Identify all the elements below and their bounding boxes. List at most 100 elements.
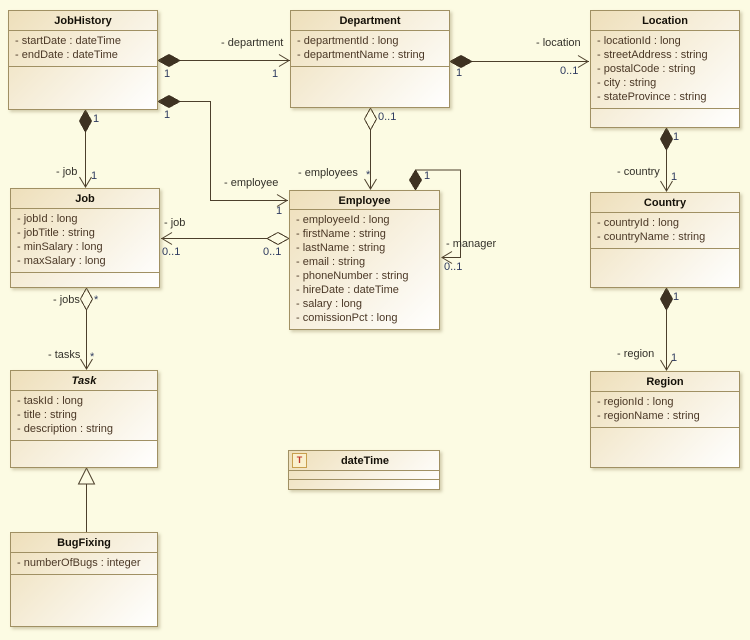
multiplicity-label: 1: [276, 205, 283, 217]
attribute: - locationId : long: [597, 35, 681, 47]
class-bugfixing[interactable]: BugFixing - numberOfBugs : integer: [10, 532, 158, 627]
link-jobhistory-department[interactable]: [156, 53, 290, 68]
class-title: Department: [339, 15, 401, 27]
class-country[interactable]: Country - countryId : long- countryName …: [590, 192, 740, 288]
link-department-location[interactable]: [448, 54, 589, 69]
multiplicity-label: 1: [424, 170, 431, 182]
multiplicity-label: 0..1: [263, 246, 282, 258]
composition-diamond-icon: [78, 108, 93, 134]
aggregation-diamond-icon: [79, 286, 94, 312]
role-label-job2: - job: [164, 217, 186, 229]
class-department[interactable]: Department - departmentId : long- depart…: [290, 10, 450, 108]
open-arrow-icon: [276, 194, 288, 207]
class-task[interactable]: Task - taskId : long- title : string- de…: [10, 370, 158, 468]
attribute: - phoneNumber : string: [296, 270, 409, 282]
link-employee-manager[interactable]: [408, 169, 461, 264]
role-label-employee: - employee: [224, 177, 279, 189]
operations-compartment: [591, 108, 739, 127]
attribute: - email : string: [296, 256, 366, 268]
multiplicity-label: 0..1: [560, 65, 579, 77]
composition-diamond-icon: [659, 286, 674, 312]
role-label-employees: - employees: [298, 167, 358, 179]
open-arrow-icon: [161, 232, 173, 245]
open-arrow-icon: [660, 180, 673, 192]
multiplicity-label: 1: [671, 171, 678, 183]
attribute: - maxSalary : long: [17, 255, 106, 267]
attributes-compartment: - countryId : long- countryName : string: [591, 212, 739, 248]
class-title: BugFixing: [57, 537, 111, 549]
attribute: - employeeId : long: [296, 214, 390, 226]
attribute: - taskId : long: [17, 395, 84, 407]
operations-compartment: [591, 427, 739, 467]
role-label-manager: - manager: [446, 238, 497, 250]
attribute: - regionId : long: [597, 396, 674, 408]
multiplicity-label: *: [366, 169, 371, 181]
composition-diamond-icon: [408, 169, 423, 191]
link-department-employees[interactable]: [363, 106, 378, 190]
composition-diamond-icon: [156, 94, 182, 109]
association-line: [180, 101, 288, 201]
attribute: - endDate : dateTime: [15, 49, 118, 61]
link-location-country[interactable]: [659, 126, 674, 192]
multiplicity-label: 1: [671, 352, 678, 364]
composition-diamond-icon: [659, 126, 674, 152]
attribute: - startDate : dateTime: [15, 35, 121, 47]
link-employee-job[interactable]: [161, 231, 291, 246]
multiplicity-label: 0..1: [378, 111, 397, 123]
class-region[interactable]: Region - regionId : long- regionName : s…: [590, 371, 740, 468]
open-arrow-icon: [80, 358, 93, 370]
attribute: - countryName : string: [597, 231, 706, 243]
class-title: Job: [75, 193, 95, 205]
attribute: - stateProvince : string: [597, 91, 707, 103]
operations-compartment: [291, 66, 449, 107]
class-location[interactable]: Location - locationId : long- streetAddr…: [590, 10, 740, 128]
attribute: - postalCode : string: [597, 63, 696, 75]
operations-compartment: [11, 574, 157, 626]
role-label-department: - department: [221, 37, 284, 49]
attribute: - hireDate : dateTime: [296, 284, 399, 296]
attribute: - minSalary : long: [17, 241, 103, 253]
attributes-compartment: [289, 470, 439, 479]
attribute: - city : string: [597, 77, 657, 89]
class-job[interactable]: Job - jobId : long - jobTitle : string - m…: [10, 188, 160, 288]
attribute: - jobTitle : string: [17, 227, 95, 239]
link-jobhistory-employee[interactable]: [156, 94, 288, 207]
composition-diamond-icon: [156, 53, 182, 68]
attribute: - salary : long: [296, 298, 363, 310]
attribute: - numberOfBugs : integer: [17, 557, 141, 569]
role-label-region: - region: [617, 348, 655, 360]
datatype-icon: T: [292, 453, 307, 468]
datatype-title-row: T dateTime: [289, 451, 439, 470]
open-arrow-icon: [278, 54, 290, 67]
role-label-jobs: - jobs: [53, 294, 80, 306]
link-jobhistory-job[interactable]: [78, 108, 93, 188]
open-arrow-icon: [577, 55, 589, 68]
link-bugfixing-task-generalization[interactable]: [77, 466, 96, 532]
attributes-compartment: - jobId : long - jobTitle : string - minSa…: [11, 208, 159, 272]
multiplicity-label: 1: [456, 67, 463, 79]
multiplicity-label: 1: [272, 68, 279, 80]
generalization-triangle-icon: [77, 466, 96, 485]
link-job-task[interactable]: [79, 286, 94, 370]
attribute: - jobId : long: [17, 213, 78, 225]
attributes-compartment: - numberOfBugs : integer: [11, 552, 157, 574]
open-arrow-icon: [441, 251, 453, 264]
attribute: - description : string: [17, 423, 113, 435]
class-title: Location: [642, 15, 688, 27]
class-employee[interactable]: Employee - employeeId : long- firstName …: [289, 190, 440, 330]
link-country-region[interactable]: [659, 286, 674, 371]
operations-compartment: [591, 248, 739, 287]
class-jobhistory[interactable]: JobHistory - startDate : dateTime- endDa…: [8, 10, 158, 110]
datatype-datetime[interactable]: T dateTime: [288, 450, 440, 490]
operations-compartment: [9, 66, 157, 109]
aggregation-diamond-icon: [363, 106, 378, 132]
multiplicity-label: 1: [673, 291, 680, 303]
attributes-compartment: - startDate : dateTime - endDate : dateTi…: [9, 30, 157, 66]
multiplicity-label: *: [94, 294, 99, 306]
operations-compartment: [289, 479, 439, 489]
class-title: Region: [646, 376, 684, 388]
association-line: [415, 169, 461, 258]
aggregation-diamond-icon: [265, 231, 291, 246]
